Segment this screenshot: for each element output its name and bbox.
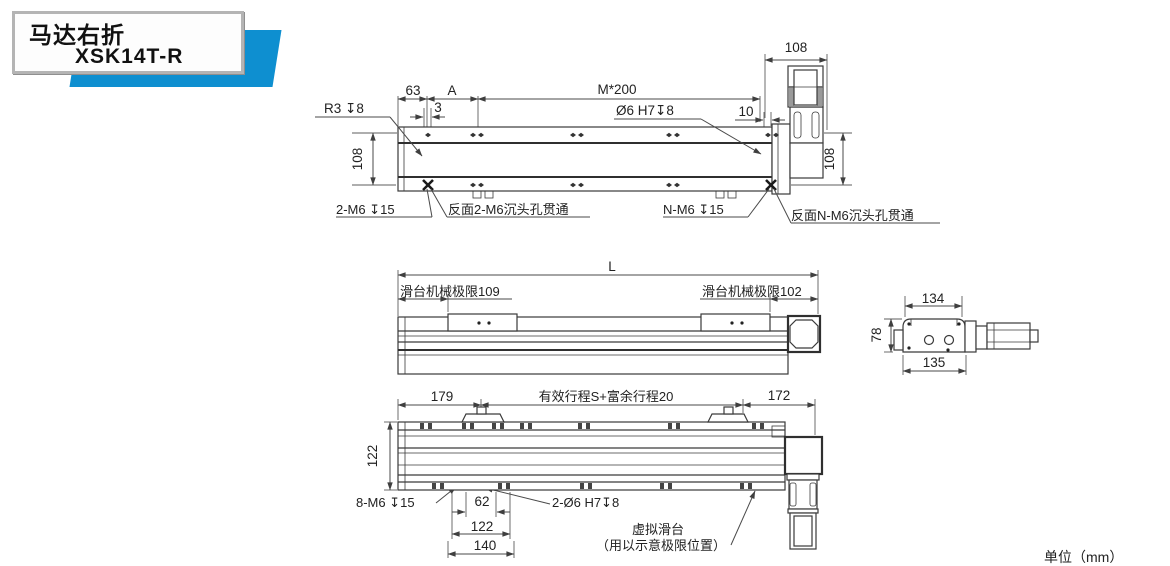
label-n-m6: N-M6 ↧15 <box>663 202 724 217</box>
dim-62: 62 <box>474 494 489 509</box>
unit-note: 单位（mm） <box>1044 549 1123 565</box>
top-view-dimension-lines <box>370 57 846 186</box>
label-2-m6: 2-M6 ↧15 <box>336 202 395 217</box>
dim-L: L <box>608 259 616 274</box>
label-r3-depth: R3 ↧8 <box>324 101 364 116</box>
label-8-m6: 8-M6 ↧15 <box>356 495 415 510</box>
dim-122: 122 <box>471 519 494 534</box>
label-virtual-carriage-1: 虚拟滑台 <box>632 522 684 537</box>
dim-179: 179 <box>431 389 454 404</box>
belt-teeth-ticks <box>420 423 764 489</box>
top-view-hole-marks <box>425 132 779 199</box>
dim-A: A <box>447 83 456 98</box>
label-2-dowel-holes: 2-Ø6 H7↧8 <box>552 495 619 510</box>
bottom-view-motor-fold <box>783 435 824 550</box>
bottom-view-rail-body <box>397 421 786 491</box>
label-limit-right: 滑台机械极限102 <box>702 284 802 299</box>
dim-stroke: 有效行程S+富余行程20 <box>539 389 674 404</box>
label-back-2-m6: 反面2-M6沉头孔贯通 <box>448 202 569 217</box>
top-view-rail-body <box>397 123 791 195</box>
label-limit-left: 滑台机械极限109 <box>400 284 500 299</box>
front-view: L 滑台机械极限109 滑台机械极限102 <box>397 259 822 375</box>
front-view-rail-body <box>397 313 822 375</box>
dim-135: 135 <box>923 355 946 370</box>
dim-10: 10 <box>738 104 753 119</box>
dim-63: 63 <box>405 83 420 98</box>
dim-78: 78 <box>869 327 884 342</box>
model-type-label: 马达右折 <box>29 22 125 48</box>
title-box: 马达右折 XSK14T-R <box>12 11 244 74</box>
dim-172: 172 <box>768 388 791 403</box>
side-view: 134 78 135 <box>869 291 1039 375</box>
dim-108-top: 108 <box>785 40 808 55</box>
top-view: 63 A M*200 3 10 108 108 108 R3 ↧8 Ø6 H7↧… <box>315 40 940 224</box>
front-view-dimension-lines <box>397 272 819 302</box>
bottom-view-dimension-lines <box>387 402 816 557</box>
belt-clamp-bumps <box>461 406 749 423</box>
dim-122-vertical: 122 <box>365 445 380 468</box>
side-view-profile <box>893 318 966 353</box>
dim-134: 134 <box>922 291 945 306</box>
model-code-label: XSK14T-R <box>75 45 184 68</box>
dim-140: 140 <box>474 538 497 553</box>
top-view-motor-fold <box>787 65 824 179</box>
side-view-dimension-lines <box>888 303 967 374</box>
counterbore-markers <box>422 179 777 191</box>
dim-108-left: 108 <box>350 148 365 171</box>
top-view-leader-lines <box>315 116 940 224</box>
dim-108-right: 108 <box>822 148 837 171</box>
bottom-view: 179 有效行程S+富余行程20 172 122 8-M6 ↧15 62 122… <box>356 388 824 558</box>
side-view-motor <box>964 320 1039 353</box>
label-dowel-hole: Ø6 H7↧8 <box>616 103 674 118</box>
dim-M200: M*200 <box>597 82 636 97</box>
label-virtual-carriage-2: （用以示意极限位置） <box>596 538 726 553</box>
dim-3: 3 <box>434 100 442 115</box>
label-back-n-m6: 反面N-M6沉头孔贯通 <box>791 208 914 223</box>
